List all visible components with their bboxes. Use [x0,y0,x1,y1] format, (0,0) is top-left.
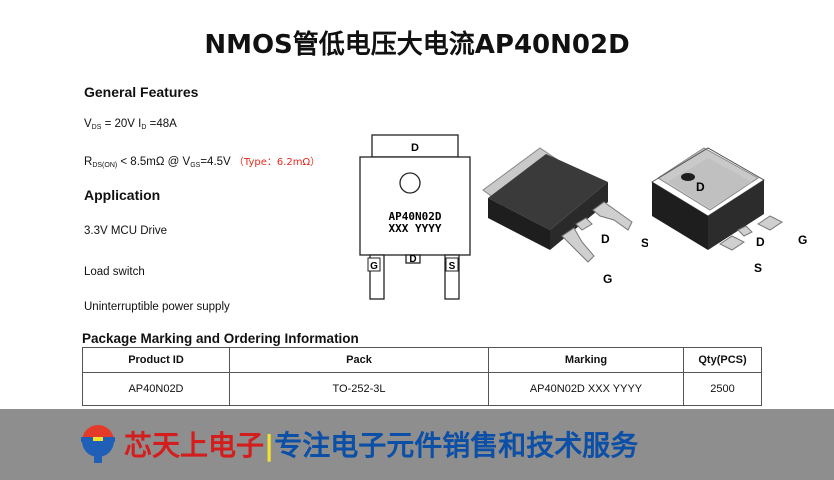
photo1-g-label: G [603,272,612,286]
application-item: Load switch [84,266,145,278]
table-cell: TO-252-3L [229,372,489,406]
pin-d-label: D [409,254,416,265]
company-logo-icon [81,425,115,463]
column-header: Product ID [82,347,230,373]
photo1-s-label: S [641,236,648,250]
table-cell: AP40N02D [82,372,230,406]
table-cell: AP40N02D XXX YYYY [488,372,684,406]
tab-label: D [411,142,419,154]
application-item: 3.3V MCU Drive [84,225,168,237]
company-slogan: 专注电子元件销售和技术服务 [274,429,639,462]
photo2-tab-label: D [696,180,705,194]
package-photo-front: D S G [482,147,648,286]
package-outline-diagram: D AP40N02D XXX YYYY G D S [359,134,471,300]
application-heading: Application [84,187,161,203]
mounting-hole [399,172,421,194]
photo1-d-label: D [601,232,610,246]
photo2-s-label: S [754,261,762,275]
column-header: Qty(PCS) [683,347,762,373]
table-cell: 2500 [683,372,762,406]
photo2-g-label: G [798,233,807,247]
package-photo-back: D D G S [651,147,807,275]
photo2-d-label: D [756,235,765,249]
table-row: AP40N02D TO-252-3L AP40N02D XXX YYYY 250… [82,372,762,406]
footer-text: 芯天上电子|专注电子元件销售和技术服务 [124,424,638,464]
ordering-table: Product ID Pack Marking Qty(PCS) AP40N02… [82,347,762,406]
pin-d-stub [405,254,421,264]
rds-on-spec: RDS(ON) < 8.5mΩ @ VGS=4.5V （Type：6.2mΩ） [84,156,321,169]
marking-line-2: XXX YYYY [389,222,442,235]
vds-id-spec: VDS = 20V ID =48A [84,118,177,131]
footer-banner: 芯天上电子|专注电子元件销售和技术服务 [0,409,834,480]
type-value: （Type：6.2mΩ） [233,157,321,168]
marking-line-1: AP40N02D [389,210,442,223]
pin-g-box [367,257,381,272]
application-item: Uninterruptible power supply [84,301,230,313]
pin-g-label: G [370,261,378,272]
pin-s-label: S [449,261,456,272]
ordering-heading: Package Marking and Ordering Information [82,331,359,346]
page-title: NMOS管低电压大电流AP40N02D [204,30,630,60]
company-name: 芯天上电子 [124,429,265,462]
pin-s-box [445,257,459,272]
footer-separator: | [264,429,275,462]
column-header: Marking [488,347,684,373]
general-features-heading: General Features [84,84,199,100]
table-header-row: Product ID Pack Marking Qty(PCS) [82,347,762,373]
body-outline [359,156,471,256]
column-header: Pack [229,347,489,373]
